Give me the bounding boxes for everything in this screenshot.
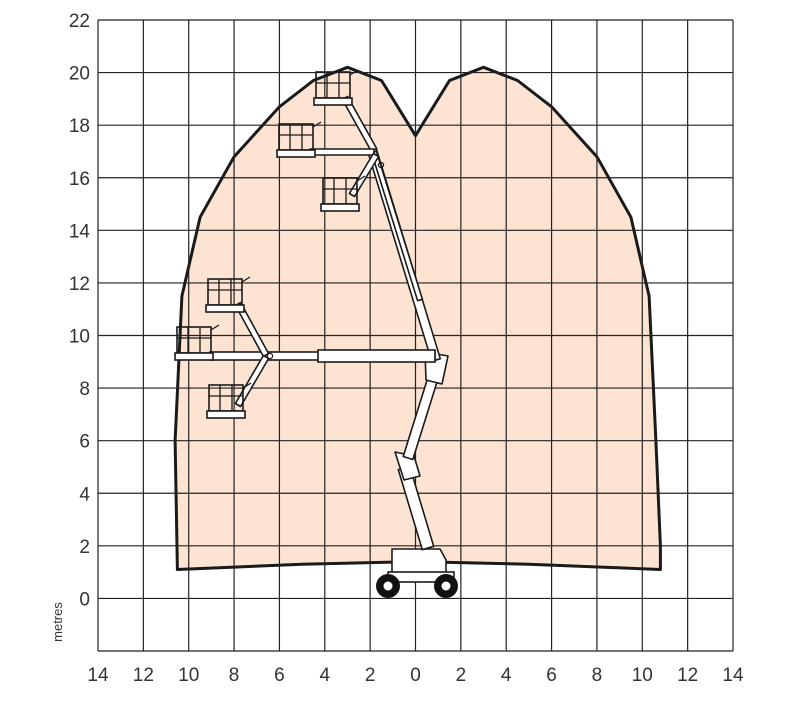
x-tick-label: 12	[677, 665, 698, 686]
y-tick-label: 16	[69, 169, 90, 190]
lower-boom	[397, 465, 435, 551]
y-tick-label: 6	[79, 432, 90, 453]
x-tick-label: 8	[592, 665, 603, 686]
y-tick-label: 2	[79, 537, 90, 558]
working-envelope-area	[173, 65, 662, 571]
basket-mid-top-floor	[205, 304, 245, 313]
x-tick-label: 2	[365, 665, 376, 686]
x-tick-label: 14	[722, 665, 744, 686]
boom-pin	[266, 352, 274, 360]
x-tick-label: 0	[410, 665, 421, 686]
x-tick-label: 12	[133, 665, 154, 686]
x-tick-label: 4	[501, 665, 512, 686]
y-axis-unit-label: metres	[50, 602, 65, 642]
basket-mid-low-guard	[242, 382, 252, 389]
grid-lines	[97, 19, 734, 652]
x-tick-label: 10	[632, 665, 653, 686]
basket-upper-mid-guard	[356, 175, 366, 182]
jib-side	[309, 148, 375, 156]
y-tick-label: 20	[69, 64, 90, 85]
basket-upper-left-guard	[312, 121, 322, 128]
boom-horizontal-outer	[317, 349, 436, 363]
boom-lift-illustration	[174, 69, 458, 598]
x-tick-label: 8	[229, 665, 240, 686]
basket-mid-side-floor	[174, 352, 214, 361]
y-tick-label: 14	[69, 221, 91, 242]
basket-top-guard	[349, 69, 359, 76]
y-tick-label: 12	[69, 274, 90, 295]
x-tick-label: 2	[456, 665, 467, 686]
x-tick-label: 6	[274, 665, 285, 686]
x-tick-label: 14	[87, 665, 109, 686]
y-tick-label: 0	[79, 589, 90, 610]
basket-upper-left-floor	[276, 149, 316, 158]
x-tick-label: 6	[546, 665, 557, 686]
y-tick-label: 8	[79, 379, 90, 400]
y-tick-label: 22	[69, 11, 90, 32]
y-tick-label: 4	[79, 484, 90, 505]
basket-mid-low-floor	[206, 410, 246, 419]
wheel-hub	[383, 581, 393, 591]
basket-mid-side-guard	[210, 324, 220, 331]
y-tick-label: 18	[69, 116, 90, 137]
basket-mid-top-guard	[241, 276, 251, 283]
x-tick-label: 10	[178, 665, 199, 686]
y-tick-label: 10	[69, 327, 90, 348]
basket-top-floor	[313, 97, 353, 106]
x-tick-label: 4	[319, 665, 330, 686]
boom-pin	[377, 161, 385, 169]
wheel-hub	[441, 581, 451, 591]
basket-upper-mid-floor	[320, 203, 360, 212]
